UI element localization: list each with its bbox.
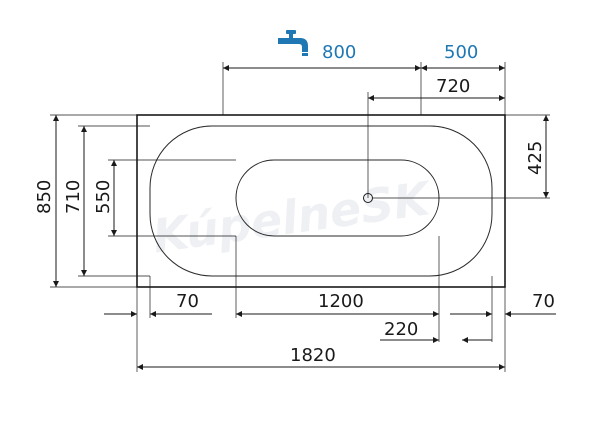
dim-label-720: 720 [436, 76, 470, 97]
dim-label-425: 425 [525, 141, 546, 175]
dim-label-500: 500 [444, 42, 478, 63]
tub-inner-rim [149, 125, 493, 277]
dim-label-70-left: 70 [176, 291, 199, 312]
dim-label-1820: 1820 [290, 345, 336, 366]
dim-label-800: 800 [322, 42, 356, 63]
tub-outline [136, 114, 506, 288]
dim-label-70-right: 70 [532, 291, 555, 312]
dim-label-550: 550 [93, 180, 114, 214]
dim-label-850: 850 [34, 180, 55, 214]
dim-label-710: 710 [63, 180, 84, 214]
watermark: KúpelneSK [149, 171, 436, 264]
dim-label-220: 220 [384, 319, 418, 340]
faucet-icon [278, 30, 308, 56]
dim-label-1200: 1200 [318, 291, 364, 312]
